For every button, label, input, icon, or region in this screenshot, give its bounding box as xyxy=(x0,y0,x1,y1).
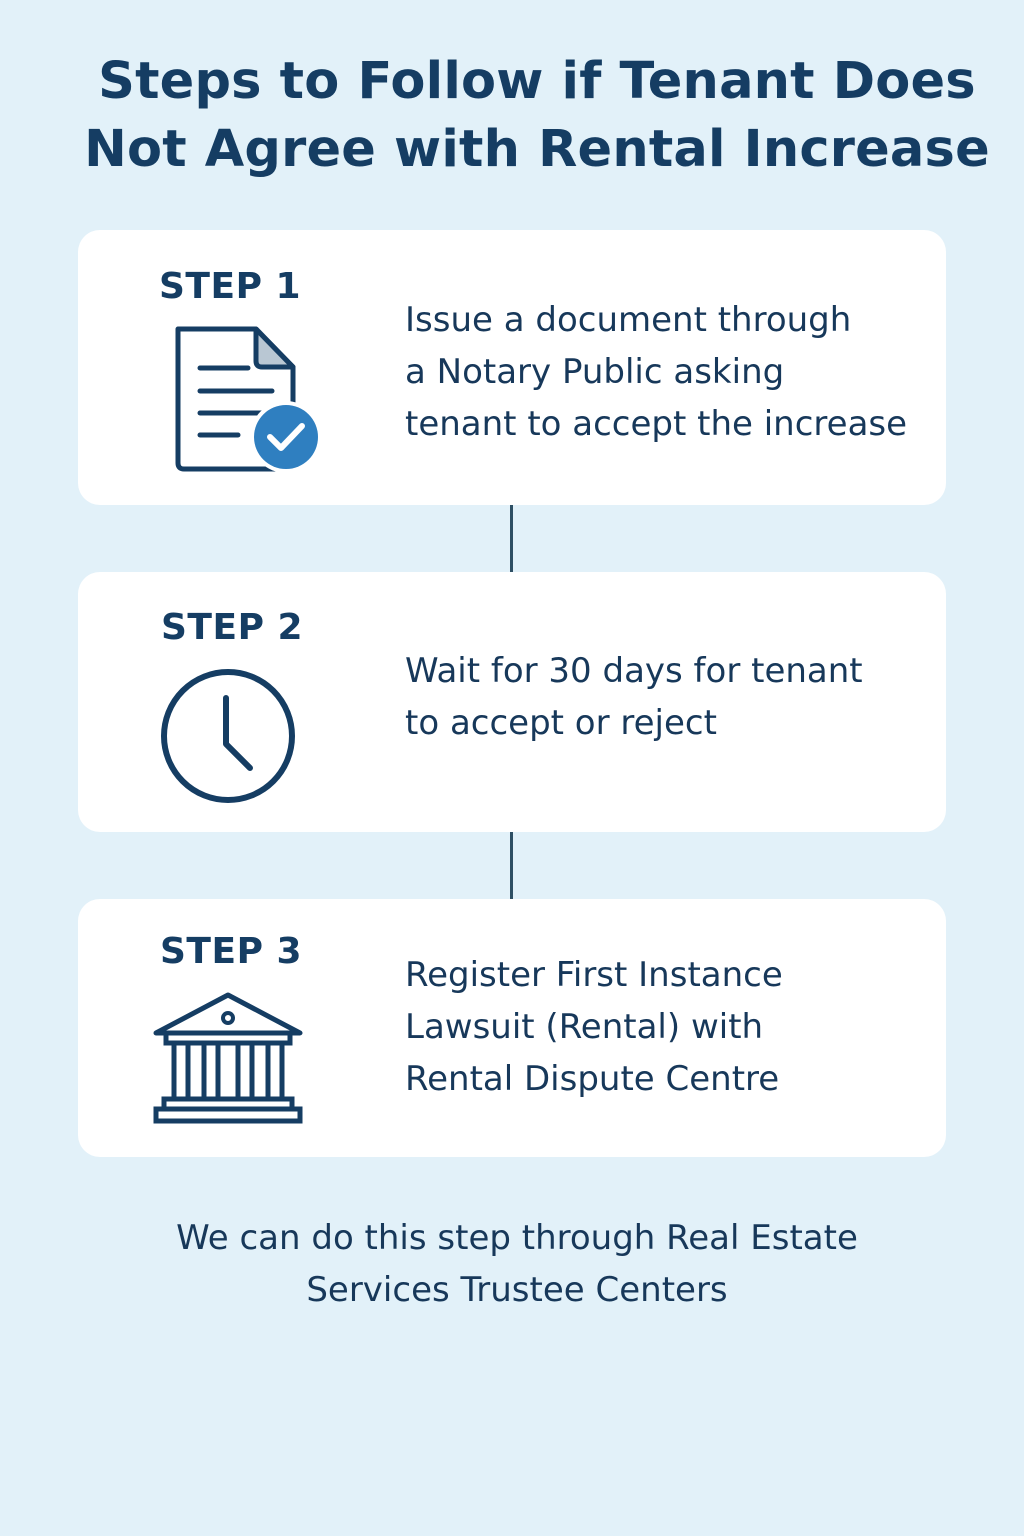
footer-note: We can do this step through Real Estate … xyxy=(176,1218,858,1310)
connector-line xyxy=(510,505,513,572)
step-label-3: STEP 3 xyxy=(160,931,303,972)
courthouse-icon xyxy=(150,989,306,1133)
connector-line xyxy=(510,832,513,899)
step-card-2: STEP 2 Wait for 30 days for tenant to ac… xyxy=(78,572,946,832)
step-text-1: Issue a document through a Notary Public… xyxy=(405,300,908,444)
clock-icon xyxy=(158,664,298,808)
step-card-1: STEP 1 Issue a document through a Notary… xyxy=(78,230,946,505)
step-card-3: STEP 3 Register First Instance Lawsuit (… xyxy=(78,899,946,1157)
step-label-2: STEP 2 xyxy=(161,607,304,648)
page-title: Steps to Follow if Tenant Does Not Agree… xyxy=(84,52,990,179)
step-text-3: Register First Instance Lawsuit (Rental)… xyxy=(405,955,783,1099)
step-text-2: Wait for 30 days for tenant to accept or… xyxy=(405,651,863,743)
step-label-1: STEP 1 xyxy=(159,266,302,307)
document-check-icon xyxy=(168,323,322,477)
